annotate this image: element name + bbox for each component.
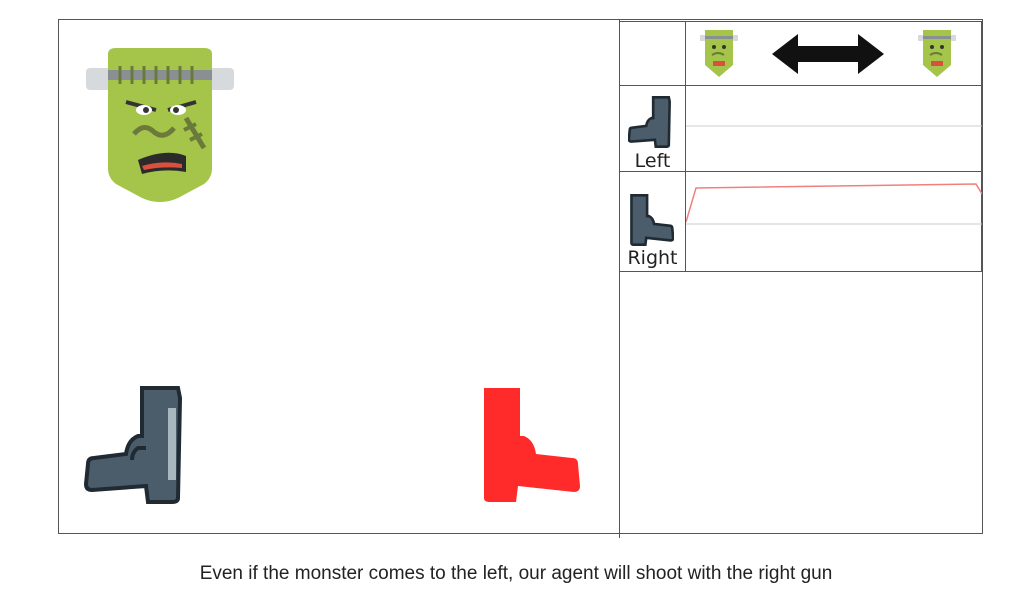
gun-left-icon xyxy=(628,96,671,148)
table-row-divider xyxy=(620,171,981,172)
frankenstein-monster-icon xyxy=(86,48,234,202)
monster-icon xyxy=(918,30,956,77)
double-arrow-icon xyxy=(772,34,884,74)
row-label-left: Left xyxy=(634,150,671,172)
table-row-divider xyxy=(620,85,981,86)
row-label-right: Right xyxy=(627,247,678,269)
gun-right-icon xyxy=(630,194,674,246)
q-curve-right xyxy=(686,183,982,225)
panel-divider xyxy=(619,19,620,538)
q-value-table: Left Right xyxy=(619,21,982,272)
gun-right-icon xyxy=(484,388,580,502)
q-curve-left xyxy=(686,125,982,127)
table-column-divider xyxy=(685,22,686,271)
figure-caption: Even if the monster comes to the left, o… xyxy=(199,563,833,584)
monster-icon xyxy=(700,30,738,77)
gun-left-icon xyxy=(84,386,183,504)
scene-panel xyxy=(58,19,983,534)
